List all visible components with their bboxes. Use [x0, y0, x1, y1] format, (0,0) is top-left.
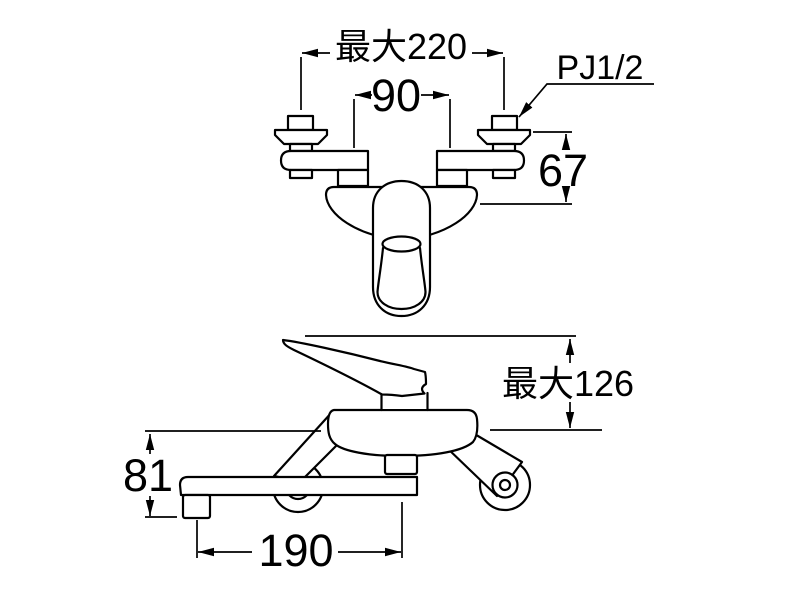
right-inlet-nut: [435, 168, 469, 188]
handle-end-ellipse: [381, 235, 422, 253]
dim-spout-reach-label: 190: [258, 525, 333, 576]
left-crank-flange: [273, 128, 329, 146]
left-crank-arm: [279, 149, 370, 172]
right-crank-arm: [435, 149, 526, 172]
left-crank-nut: [286, 114, 315, 132]
handle-end-cone: [376, 246, 427, 311]
dim-inlet-spacing-label: 90: [371, 70, 421, 121]
lever-side-view: [281, 338, 428, 398]
dimensions: 最大220 90 PJ1/2 67 最大126 81 190: [123, 26, 654, 576]
spout-pipe: [178, 475, 419, 497]
right-wall-flange-screw: [498, 478, 512, 492]
dim-depth-label: 67: [538, 145, 588, 196]
body-side-view: [326, 408, 479, 458]
right-crank-cap: [491, 168, 517, 180]
right-crank-nut: [490, 114, 519, 132]
right-crank-flange: [476, 128, 532, 146]
lever-stem-fill: [382, 393, 427, 409]
top-view: [273, 114, 532, 318]
left-crank-cap: [288, 168, 314, 180]
spout-outlet: [181, 493, 212, 520]
side-view: [178, 338, 532, 520]
dim-max-width-label: 最大220: [335, 26, 467, 67]
dim-max-height-label: 最大126: [502, 363, 634, 404]
spout-connection-nut: [383, 453, 419, 476]
thread-spec-label: PJ1/2: [557, 49, 644, 87]
left-inlet-nut: [336, 168, 370, 188]
dim-spout-height-label: 81: [123, 450, 173, 501]
handle-top-view: [371, 179, 432, 318]
thread-leader-line: [518, 83, 654, 118]
